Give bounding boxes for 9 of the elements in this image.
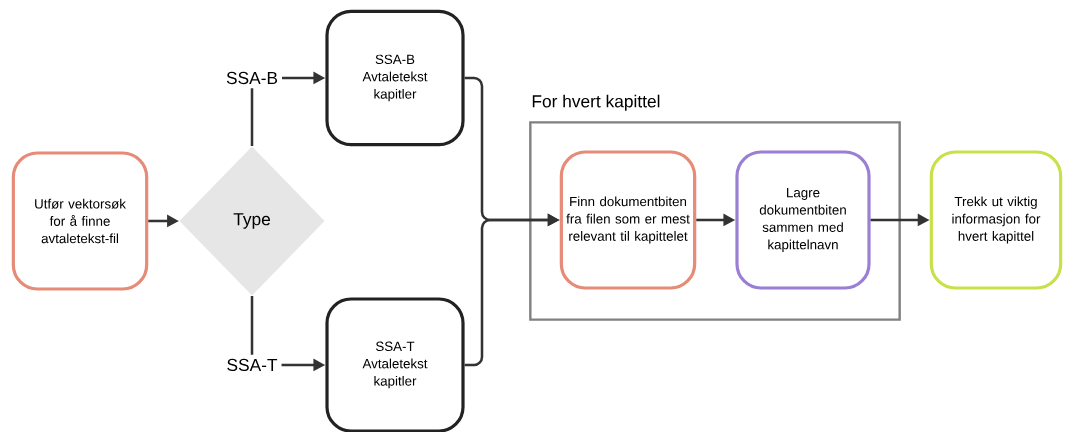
edge-label: SSA-T <box>222 354 282 376</box>
process-box: SSA-B Avtaletekst kapitler <box>325 9 465 147</box>
process-box: SSA-T Avtaletekst kapitler <box>325 297 465 432</box>
process-box: Utfør vektorsøk for å finne avtaletekst-fil <box>11 151 149 291</box>
process-box: Lagre dokumentbiten sammen med kapittelnavn <box>735 150 871 290</box>
node-label: For hvert kapittel <box>532 94 660 111</box>
process-box: Finn dokumentbiten fra filen som er mest relevant til kapittelet <box>559 150 697 290</box>
edge-label: SSA-B <box>222 67 282 89</box>
process-box: Trekk ut viktig informasjon for hvert kapittel <box>929 150 1063 290</box>
